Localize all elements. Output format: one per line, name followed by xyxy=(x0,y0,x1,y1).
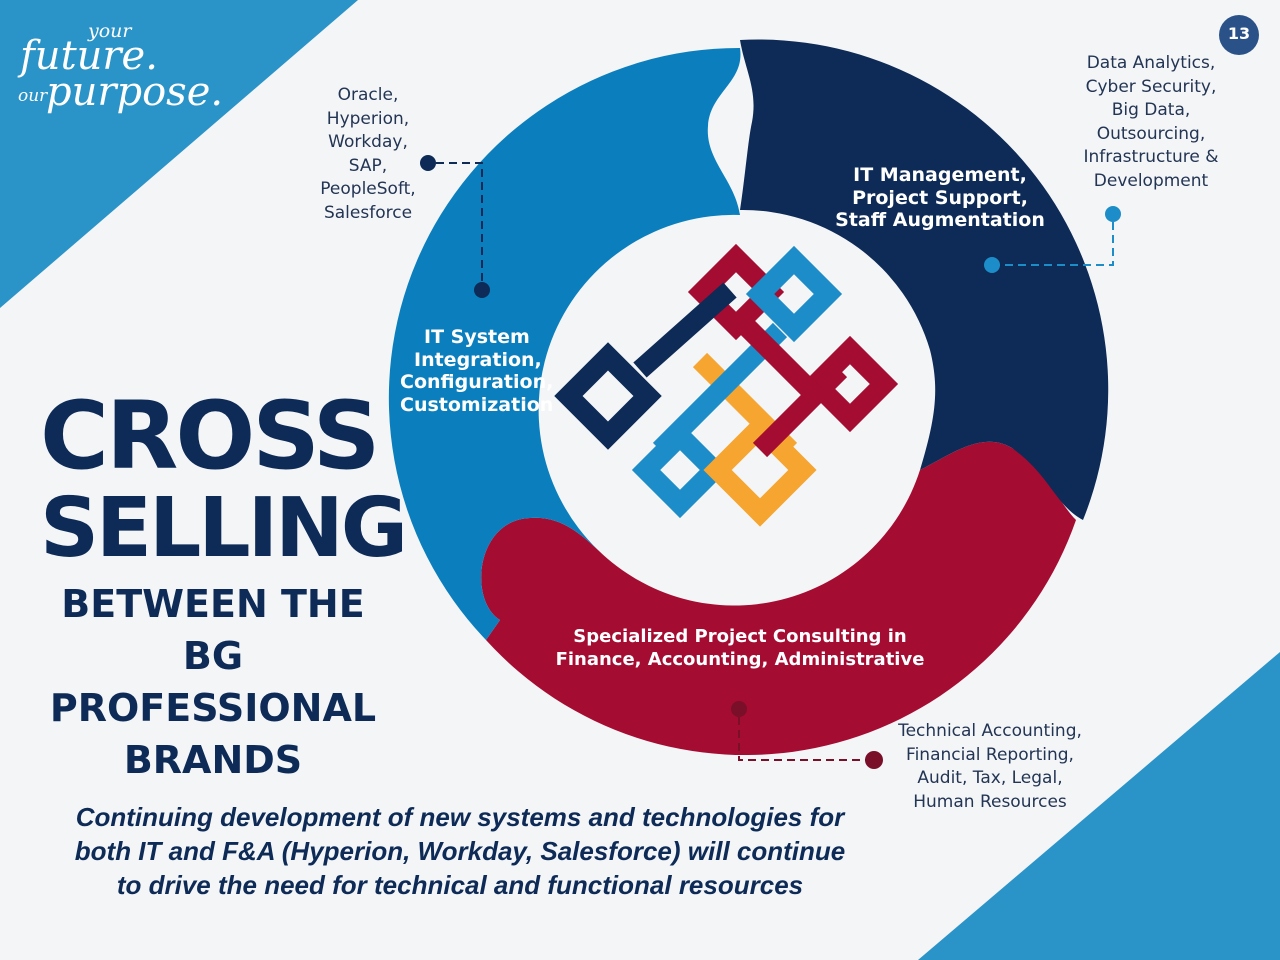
heading-selling: SELLING xyxy=(40,481,408,576)
callout-erp-list: Oracle, Hyperion, Workday, SAP, PeopleSo… xyxy=(300,84,436,225)
endless-knot-logo xyxy=(554,243,899,527)
callout-erp-item: Oracle, xyxy=(337,85,399,105)
heading-cross: CROSS xyxy=(40,382,380,491)
callout-connector-accounting xyxy=(731,701,883,769)
logo-line-your: your xyxy=(88,20,132,42)
callout-accounting-item: Audit, Tax, Legal, xyxy=(917,768,1063,788)
segment-it-management xyxy=(740,39,1109,521)
segment-consulting xyxy=(481,441,1076,756)
callout-connector-data xyxy=(984,206,1121,273)
logo-line-future: future. xyxy=(20,33,158,79)
callout-data-item: Development xyxy=(1093,170,1209,191)
callout-erp-item: SAP, xyxy=(348,155,388,176)
segment-label-line: IT Management, xyxy=(853,164,1027,186)
bottom-statement: Continuing development of new systems an… xyxy=(20,800,900,902)
segment-label-line: Project Support, xyxy=(852,186,1028,209)
callout-connector-erp xyxy=(420,155,490,298)
segment-label-it-management: IT Management, Project Support, Staff Au… xyxy=(830,164,1050,232)
callout-erp-item: PeopleSoft, xyxy=(320,179,416,199)
page-number-badge xyxy=(1219,15,1259,55)
segment-label-consulting: Specialized Project Consulting in Financ… xyxy=(540,626,940,671)
callout-accounting-item: Human Resources xyxy=(913,791,1067,812)
callout-erp-item: Salesforce xyxy=(323,202,413,223)
logo-line-purpose: purpose. xyxy=(46,69,224,115)
segment-label-line: Customization xyxy=(400,393,554,416)
callout-accounting-item: Technical Accounting, xyxy=(898,721,1082,741)
callout-data-item: Infrastructure & xyxy=(1083,147,1219,167)
callout-data-item: Big Data, xyxy=(1111,100,1191,120)
bottom-statement-line: Continuing development of new systems an… xyxy=(75,802,845,832)
segment-label-line: Specialized Project Consulting in xyxy=(573,626,907,647)
subheading-line-2: BG PROFESSIONAL xyxy=(49,634,377,730)
callout-erp-item: Workday, xyxy=(328,132,408,152)
callout-data-list: Data Analytics, Cyber Security, Big Data… xyxy=(1068,52,1234,193)
callout-data-item: Outsourcing, xyxy=(1096,123,1206,144)
brand-logo: your future. our purpose. xyxy=(18,20,248,120)
callout-accounting-item: Financial Reporting, xyxy=(906,744,1074,765)
segment-label-line: Finance, Accounting, Administrative xyxy=(555,648,925,670)
logo-line-our: our xyxy=(18,86,48,106)
callout-accounting-list: Technical Accounting, Financial Reportin… xyxy=(890,720,1090,814)
callout-data-item: Cyber Security, xyxy=(1085,76,1217,97)
segment-label-line: Integration, xyxy=(414,348,542,371)
segment-label-it-system: IT System Integration, Configuration, Cu… xyxy=(400,326,553,416)
segment-label-line: IT System xyxy=(424,326,530,348)
segment-label-line: Staff Augmentation xyxy=(835,209,1045,231)
segment-it-system xyxy=(388,47,741,641)
subheading-line-3: BRANDS xyxy=(123,738,303,782)
bottom-statement-line: both IT and F&A (Hyperion, Workday, Sale… xyxy=(74,836,846,866)
subheading-line-1: BETWEEN THE xyxy=(61,582,365,626)
corner-triangle-top-left xyxy=(0,0,358,308)
segment-label-line: Configuration, xyxy=(400,371,554,393)
page-number: 13 xyxy=(1227,24,1251,43)
callout-data-item: Data Analytics, xyxy=(1086,53,1216,73)
corner-triangle-bottom-right xyxy=(918,652,1280,960)
callout-erp-item: Hyperion, xyxy=(326,108,410,129)
subheading: BETWEEN THE BG PROFESSIONAL BRANDS xyxy=(20,578,406,786)
bottom-statement-line: to drive the need for technical and func… xyxy=(116,870,804,900)
